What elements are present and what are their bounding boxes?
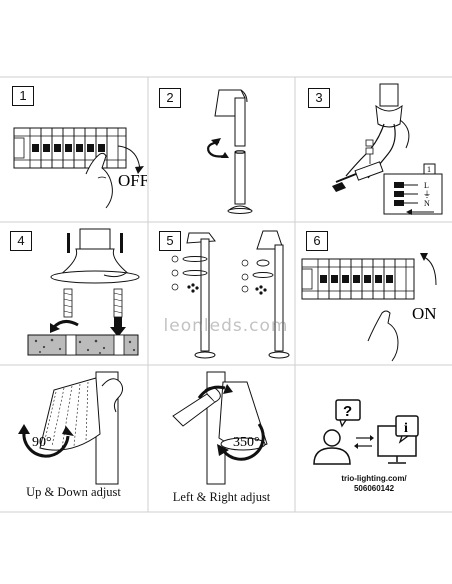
- off-label: OFF: [118, 171, 147, 190]
- wiring-illustration: L ⏚ N 1: [332, 83, 443, 215]
- step-3-panel: 3 L ⏚ N: [296, 78, 452, 221]
- breaker-panel-on-illustration: ON: [301, 253, 437, 362]
- rotate-caption: Left & Right adjust: [172, 490, 271, 504]
- wire-label-live: L: [424, 181, 429, 190]
- step-1-panel: 1 OFF: [0, 78, 147, 221]
- article-number: 506060142: [353, 484, 395, 493]
- step-5-panel: 5: [149, 223, 294, 364]
- step-2-number: 2: [159, 88, 181, 108]
- pole-separation-illustration: [207, 89, 253, 214]
- detail-tag: 1: [427, 165, 431, 174]
- step-6-panel: 6 ON: [296, 223, 452, 364]
- tilt-caption: Up & Down adjust: [26, 485, 121, 499]
- pole-assembly-illustration: [171, 230, 290, 359]
- tilt-angle-label: 90°: [32, 435, 52, 450]
- help-panel: ? i trio-lighting.com/ 506060142: [296, 366, 452, 511]
- base-mounting-illustration: [27, 228, 140, 356]
- support-website: trio-lighting.com/: [341, 474, 407, 483]
- wire-label-neutral: N: [424, 199, 430, 208]
- rotate-angle-label: 350°: [233, 435, 260, 450]
- step-4-number: 4: [10, 231, 32, 251]
- question-mark: ?: [343, 403, 352, 420]
- step-4-panel: 4: [0, 223, 147, 364]
- support-illustration: ? i: [313, 399, 419, 465]
- step-6-number: 6: [306, 231, 328, 251]
- wire-label-earth: ⏚: [423, 190, 431, 199]
- rotate-adjust-illustration: 350°: [172, 371, 268, 485]
- rotate-adjust-panel: 350° Left & Right adjust: [149, 366, 294, 511]
- step-1-number: 1: [12, 86, 34, 106]
- tilt-adjust-panel: 90° Up & Down adjust: [0, 366, 147, 511]
- breaker-panel-off-illustration: OFF: [13, 127, 147, 209]
- step-3-number: 3: [308, 88, 330, 108]
- info-mark: i: [404, 421, 408, 436]
- on-label: ON: [412, 304, 437, 323]
- step-5-number: 5: [159, 231, 181, 251]
- step-2-panel: 2: [149, 78, 294, 221]
- tilt-adjust-illustration: 90°: [18, 371, 124, 485]
